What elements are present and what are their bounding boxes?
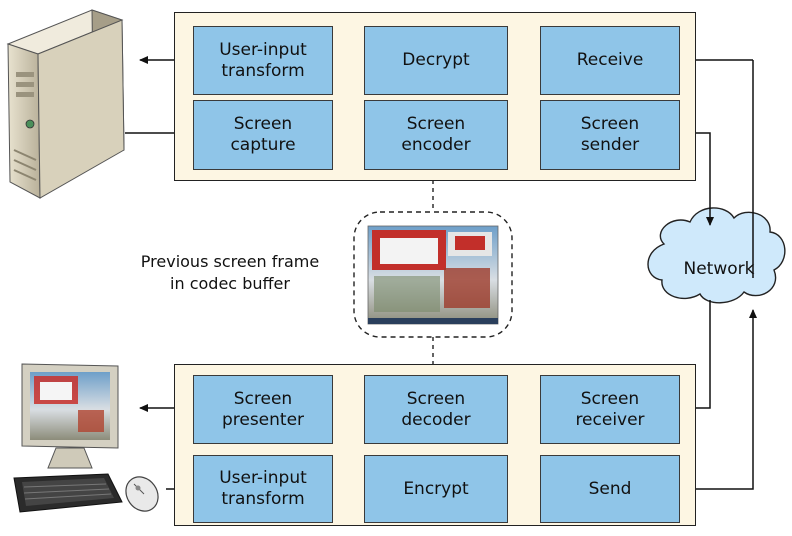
arrow-send-to-network <box>680 309 757 490</box>
screen-presenter-box: Screen presenter <box>193 375 333 444</box>
screen-decoder-box: Screen decoder <box>364 375 508 444</box>
server-input-transform-box: User-input transform <box>193 26 333 95</box>
screenshot-thumbnail-icon <box>367 225 499 325</box>
network-label: Network <box>683 259 755 279</box>
network-cloud-icon <box>647 207 786 304</box>
keyboard-icon <box>13 473 123 513</box>
mouse-icon <box>125 476 159 512</box>
screen-capture-box: Screen capture <box>193 100 333 170</box>
decrypt-box: Decrypt <box>364 26 508 95</box>
screen-encoder-box: Screen encoder <box>364 100 508 170</box>
monitor-icon <box>21 363 119 469</box>
encrypt-box: Encrypt <box>364 455 508 523</box>
server-tower-icon <box>6 9 125 199</box>
screen-receiver-box: Screen receiver <box>540 375 680 444</box>
codec-buffer-caption: Previous screen frame in codec buffer <box>140 252 320 293</box>
receive-box: Receive <box>540 26 680 95</box>
client-input-transform-box: User-input transform <box>193 455 333 523</box>
screen-sender-box: Screen sender <box>540 100 680 170</box>
send-box: Send <box>540 455 680 523</box>
